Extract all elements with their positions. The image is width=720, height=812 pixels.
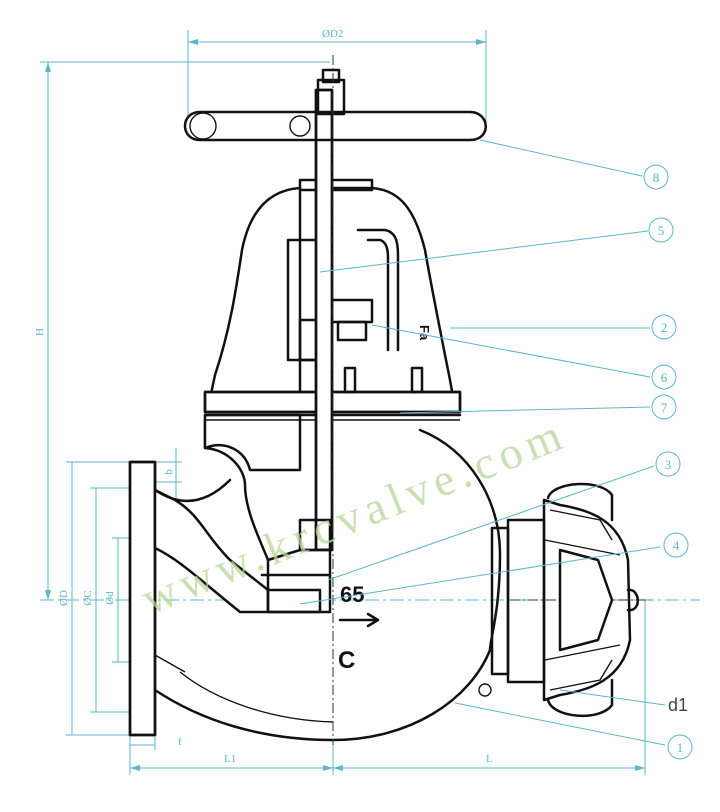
svg-text:2: 2 [661, 320, 668, 335]
svg-text:5: 5 [658, 223, 665, 238]
label-height: H [34, 328, 46, 336]
label-center-to-outlet: L [486, 753, 493, 765]
callout-4: 4 [663, 532, 689, 558]
storz-coupling [542, 482, 639, 718]
callout-8: 8 [643, 164, 669, 190]
flow-arrow [338, 612, 380, 628]
svg-text:7: 7 [661, 400, 668, 415]
svg-text:3: 3 [665, 457, 672, 472]
svg-text:1: 1 [677, 740, 684, 755]
cast-material: C [338, 647, 355, 674]
callout-1: 1 [667, 734, 693, 760]
label-face-height: f [178, 736, 182, 748]
stem-assembly [183, 68, 487, 614]
cast-bonnet: Fa [417, 325, 432, 341]
callouts: 8 5 2 6 7 3 4 1 [643, 164, 693, 760]
label-raised-face: Ød [104, 591, 116, 605]
callout-5: 5 [648, 217, 674, 243]
label-coupling-size: d1 [668, 695, 688, 715]
label-handwheel-diameter: ØD2 [322, 28, 343, 40]
label-face-to-center: L1 [224, 753, 236, 765]
label-flange-thickness: b [163, 469, 175, 475]
callout-leaders [299, 139, 666, 746]
callout-3: 3 [655, 451, 681, 477]
svg-text:8: 8 [653, 170, 660, 185]
callout-2: 2 [651, 314, 677, 340]
label-bolt-circle: ØC [82, 590, 94, 605]
center-lines [332, 55, 650, 745]
callout-6: 6 [651, 364, 677, 390]
svg-text:6: 6 [661, 370, 668, 385]
callout-7: 7 [651, 394, 677, 420]
dimension-labels: ØD2 H ØD ØC Ød b f L1 L d1 [34, 28, 688, 765]
svg-text:4: 4 [673, 538, 680, 553]
label-flange-outer: ØD [58, 590, 70, 606]
